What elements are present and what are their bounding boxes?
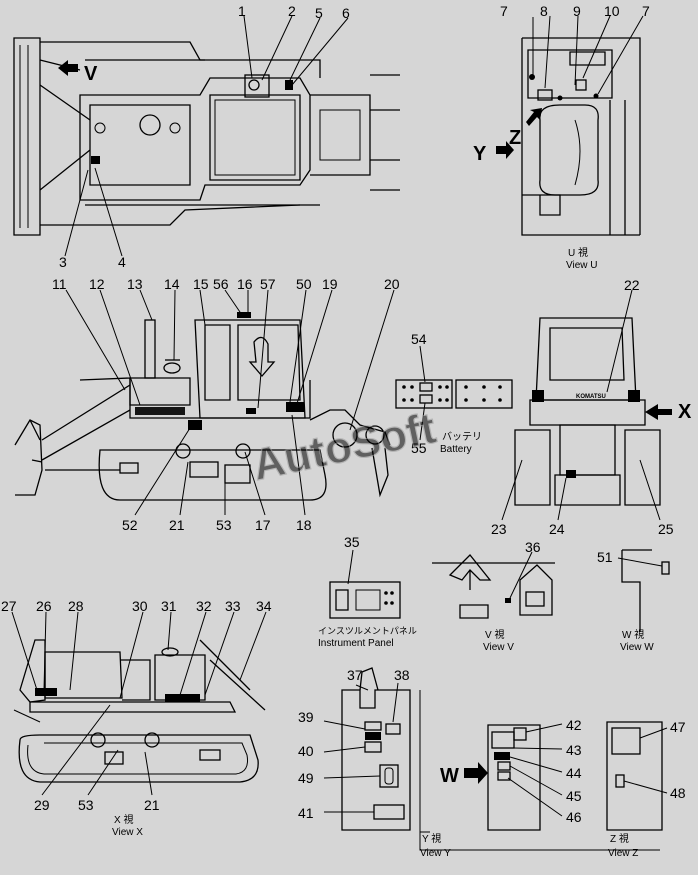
view-w	[617, 549, 670, 632]
view-x-en: View X	[112, 827, 143, 838]
callout-55: 55	[411, 440, 427, 456]
callout-38: 38	[394, 667, 410, 683]
side-view	[14, 289, 395, 516]
callout-41: 41	[298, 805, 314, 821]
callout-26: 26	[36, 598, 52, 614]
callout-17: 17	[255, 517, 271, 533]
callout-2: 2	[288, 3, 296, 19]
callout-12: 12	[89, 276, 105, 292]
callout-28: 28	[68, 598, 84, 614]
view-y-jp: Y 視	[422, 832, 441, 845]
arrow-x-label: X	[678, 401, 692, 423]
arrow-z-label: Z	[509, 127, 521, 149]
view-w-en: View W	[620, 642, 654, 653]
callout-4: 4	[118, 254, 126, 270]
callout-10: 10	[604, 3, 620, 19]
callout-48: 48	[670, 785, 686, 801]
watermark: AutoSoft	[248, 404, 440, 491]
callout-22: 22	[624, 277, 640, 293]
battery-plates	[395, 345, 513, 441]
callout-57: 57	[260, 276, 276, 292]
callout-36: 36	[525, 539, 541, 555]
callout-16: 16	[237, 276, 253, 292]
callout-53-x: 53	[78, 797, 94, 813]
callout-3: 3	[59, 254, 67, 270]
arrow-v-label: V	[84, 63, 98, 85]
callout-43: 43	[566, 742, 582, 758]
instrument-en: Instrument Panel	[318, 638, 394, 649]
callout-40: 40	[298, 743, 314, 759]
callout-8: 8	[540, 3, 548, 19]
callout-11: 11	[52, 276, 67, 292]
callout-18: 18	[296, 517, 312, 533]
callout-23: 23	[491, 521, 507, 537]
callout-37: 37	[347, 667, 363, 683]
view-u	[496, 15, 644, 236]
callout-9: 9	[573, 3, 581, 19]
callout-45: 45	[566, 788, 582, 804]
callout-21: 21	[169, 517, 185, 533]
battery-jp: バッテリ	[442, 431, 482, 443]
callout-32: 32	[196, 598, 212, 614]
view-v-en: View V	[483, 642, 514, 653]
instrument-panel	[329, 549, 401, 619]
callout-51: 51	[597, 549, 613, 565]
callout-21-x: 21	[144, 797, 160, 813]
view-z-jp: Z 視	[610, 832, 629, 845]
arrow-y-label: Y	[473, 143, 487, 165]
callout-24: 24	[549, 521, 565, 537]
callout-50: 50	[296, 276, 312, 292]
callout-13: 13	[127, 276, 143, 292]
callout-56: 56	[213, 276, 229, 292]
callout-6: 6	[342, 5, 350, 21]
callout-34: 34	[256, 598, 272, 614]
callout-1: 1	[238, 3, 246, 19]
callout-15: 15	[193, 276, 209, 292]
callout-25: 25	[658, 521, 674, 537]
callout-35: 35	[344, 534, 360, 550]
callout-49: 49	[298, 770, 314, 786]
view-u-en: View U	[566, 260, 598, 271]
callout-7a: 7	[500, 3, 508, 19]
view-w-panel	[464, 721, 668, 831]
callout-14: 14	[164, 276, 180, 292]
callout-39: 39	[298, 709, 314, 725]
view-y-en: View Y	[420, 848, 451, 859]
callout-44: 44	[566, 765, 582, 781]
callout-52: 52	[122, 517, 138, 533]
plate-text: KOMATSU	[576, 394, 606, 400]
view-x	[11, 611, 267, 796]
callout-42: 42	[566, 717, 582, 733]
top-view	[13, 15, 400, 257]
callout-19: 19	[322, 276, 338, 292]
callout-30: 30	[132, 598, 148, 614]
view-w-jp: W 視	[622, 628, 644, 641]
arrow-w-label: W	[440, 765, 459, 787]
rear-view	[501, 289, 672, 521]
callout-46: 46	[566, 809, 582, 825]
battery-en: Battery	[440, 444, 472, 455]
callout-29: 29	[34, 797, 50, 813]
callout-54: 54	[411, 331, 427, 347]
callout-7b: 7	[642, 3, 650, 19]
view-x-jp: X 視	[114, 813, 133, 826]
view-z-en: View Z	[608, 848, 638, 859]
callout-20: 20	[384, 276, 400, 292]
view-v	[432, 551, 555, 619]
callout-47: 47	[670, 719, 686, 735]
callout-33: 33	[225, 598, 241, 614]
callout-31: 31	[161, 598, 177, 614]
callout-5: 5	[315, 5, 323, 21]
view-y	[323, 667, 660, 851]
view-u-jp: U 視	[568, 246, 588, 259]
instrument-jp: インスツルメントパネル	[318, 626, 417, 636]
callout-27: 27	[1, 598, 17, 614]
callout-53: 53	[216, 517, 232, 533]
view-v-jp: V 視	[485, 628, 504, 641]
